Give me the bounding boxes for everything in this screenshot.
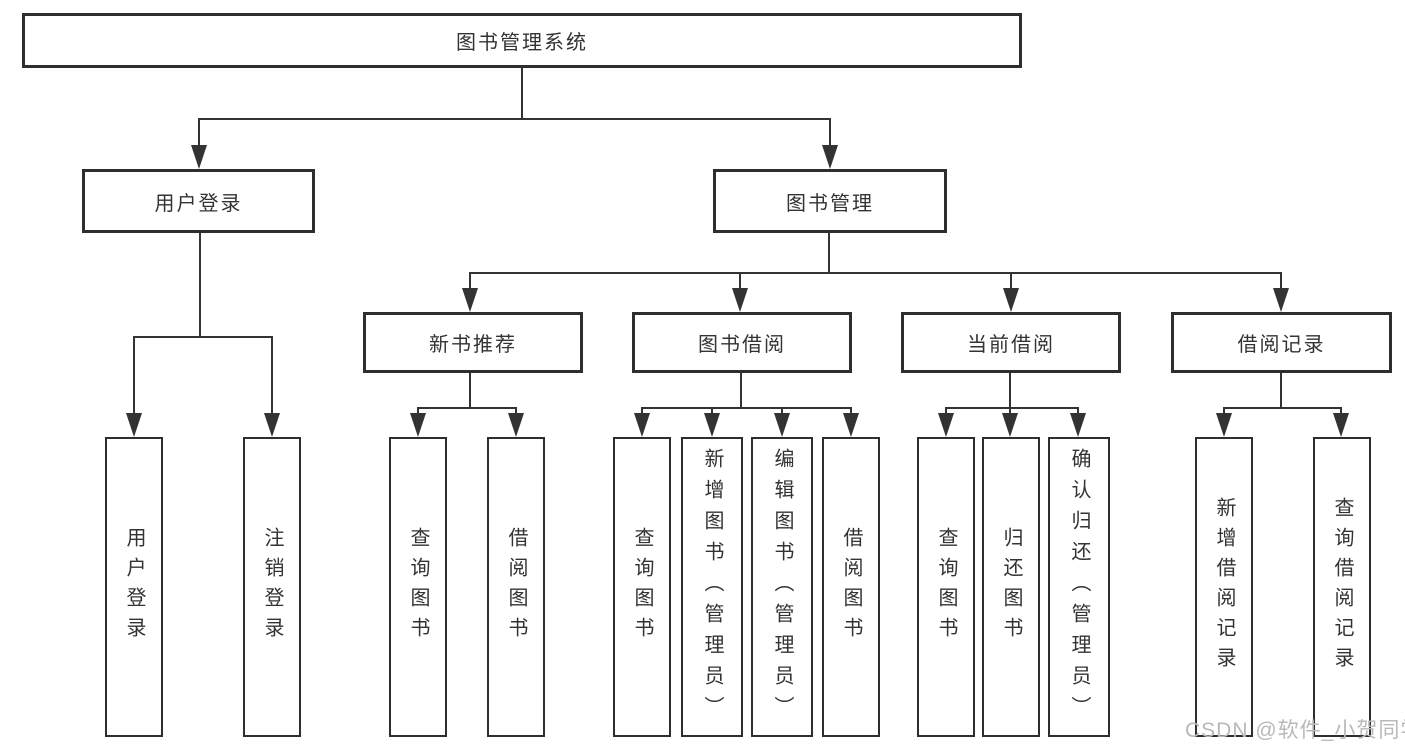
arrow-down-icon (774, 413, 790, 437)
leaf-add-books-admin: 新增图书（管理员） (681, 437, 743, 737)
leaf-query-books-recommend: 查询图书 (389, 437, 447, 737)
node-book-management: 图书管理 (713, 169, 947, 233)
node-user-login: 用户登录 (82, 169, 315, 233)
connector-bar-level2 (198, 118, 831, 120)
node-label: 图书借阅 (698, 334, 786, 356)
arrow-down-icon (1003, 288, 1019, 312)
node-label: 图书管理系统 (456, 32, 588, 54)
connector-shaft (1077, 407, 1079, 415)
node-library-system: 图书管理系统 (22, 13, 1022, 68)
arrow-down-icon (1002, 413, 1018, 437)
leaf-query-books-borrow: 查询图书 (613, 437, 671, 737)
node-new-book-recommend: 新书推荐 (363, 312, 583, 373)
leaf-label: 借阅图书 (840, 527, 862, 647)
connector-stub-root (521, 68, 523, 120)
connector-shaft (829, 118, 831, 147)
leaf-label: 借阅图书 (505, 527, 527, 647)
arrow-down-icon (843, 413, 859, 437)
connector-stub-user-login (199, 233, 201, 338)
leaf-label: 编辑图书（管理员） (771, 447, 793, 727)
connector-bar-book-borrow (641, 407, 851, 409)
leaf-confirm-return-admin: 确认归还（管理员） (1048, 437, 1110, 737)
node-label: 新书推荐 (429, 334, 517, 356)
connector-shaft (945, 407, 947, 415)
connector-shaft (198, 118, 200, 147)
leaf-logout: 注销登录 (243, 437, 301, 737)
connector-stub-current-borrow (1009, 373, 1011, 409)
node-label: 当前借阅 (967, 334, 1055, 356)
leaf-query-borrow-record: 查询借阅记录 (1313, 437, 1371, 737)
node-label: 图书管理 (786, 192, 874, 215)
connector-shaft (711, 407, 713, 415)
watermark: CSDN @软件_小贺同学 (1185, 719, 1405, 742)
leaf-label: 新增借阅记录 (1213, 497, 1235, 677)
leaf-query-books-current: 查询图书 (917, 437, 975, 737)
connector-bar-user-login (133, 336, 273, 338)
connector-bar-level3 (469, 272, 1282, 274)
connector-shaft (1223, 407, 1225, 415)
leaf-user-login: 用户登录 (105, 437, 163, 737)
leaf-label: 归还图书 (1000, 527, 1022, 647)
connector-shaft (1280, 272, 1282, 290)
arrow-down-icon (508, 413, 524, 437)
connector-shaft (271, 336, 273, 414)
connector-stub-new-book-recommend (469, 373, 471, 409)
connector-stub-book-borrow (740, 373, 742, 409)
connector-shaft (739, 272, 741, 290)
leaf-borrow-books-recommend: 借阅图书 (487, 437, 545, 737)
connector-shaft (1010, 272, 1012, 290)
arrow-down-icon (938, 413, 954, 437)
leaf-label: 查询图书 (631, 527, 653, 647)
connector-stub-borrow-records (1280, 373, 1282, 409)
arrow-down-icon (704, 413, 720, 437)
arrow-down-icon (732, 288, 748, 312)
arrow-down-icon (126, 413, 142, 437)
leaf-edit-books-admin: 编辑图书（管理员） (751, 437, 813, 737)
connector-stub-book-management (828, 233, 830, 274)
connector-shaft (850, 407, 852, 415)
leaf-label: 用户登录 (123, 527, 145, 647)
leaf-return-books: 归还图书 (982, 437, 1040, 737)
arrow-down-icon (410, 413, 426, 437)
arrow-down-icon (1333, 413, 1349, 437)
leaf-borrow-books: 借阅图书 (822, 437, 880, 737)
leaf-label: 注销登录 (261, 527, 283, 647)
connector-shaft (641, 407, 643, 415)
connector-bar-current-borrow (945, 407, 1079, 409)
connector-shaft (515, 407, 517, 415)
connector-shaft (1009, 407, 1011, 415)
connector-shaft (417, 407, 419, 415)
leaf-label: 查询借阅记录 (1331, 497, 1353, 677)
leaf-add-borrow-record: 新增借阅记录 (1195, 437, 1253, 737)
connector-shaft (469, 272, 471, 290)
node-current-borrow: 当前借阅 (901, 312, 1121, 373)
leaf-label: 查询图书 (935, 527, 957, 647)
arrow-down-icon (1273, 288, 1289, 312)
arrow-down-icon (1216, 413, 1232, 437)
arrow-down-icon (264, 413, 280, 437)
arrow-down-icon (191, 145, 207, 169)
arrow-down-icon (1070, 413, 1086, 437)
arrow-down-icon (634, 413, 650, 437)
leaf-label: 新增图书（管理员） (701, 447, 723, 727)
connector-bar-borrow-records (1223, 407, 1342, 409)
connector-shaft (1340, 407, 1342, 415)
node-label: 用户登录 (154, 192, 243, 215)
node-label: 借阅记录 (1237, 334, 1326, 356)
leaf-label: 查询图书 (407, 527, 429, 647)
leaf-label: 确认归还（管理员） (1068, 447, 1090, 727)
arrow-down-icon (822, 145, 838, 169)
connector-bar-new-book-recommend (417, 407, 517, 409)
connector-shaft (781, 407, 783, 415)
connector-shaft (133, 336, 135, 414)
node-borrow-records: 借阅记录 (1171, 312, 1392, 373)
arrow-down-icon (462, 288, 478, 312)
node-book-borrow: 图书借阅 (632, 312, 852, 373)
